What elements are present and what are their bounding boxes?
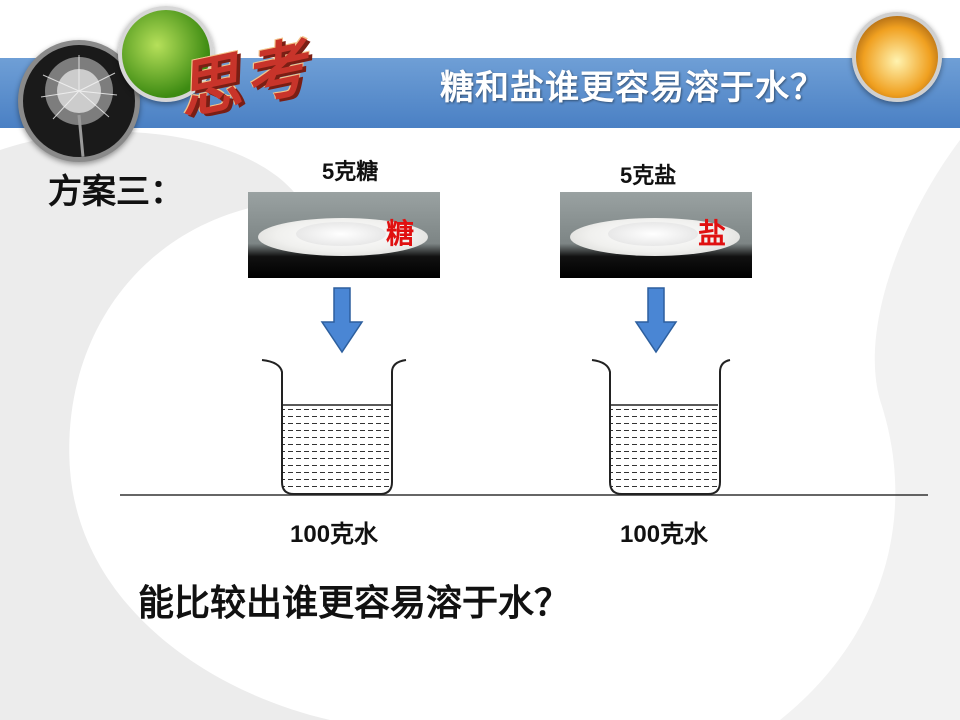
flower-photo-icon xyxy=(852,12,942,102)
sugar-photo: 糖 xyxy=(248,192,440,278)
beaker-icon xyxy=(261,359,407,495)
salt-tag: 盐 xyxy=(698,217,727,250)
powder-icon xyxy=(608,222,698,246)
down-arrow-icon xyxy=(320,287,364,354)
sugar-tag: 糖 xyxy=(386,217,415,250)
salt-photo: 盐 xyxy=(560,192,752,278)
sugar-amount-label: 5克糖 xyxy=(322,159,379,184)
beaker-icon xyxy=(591,359,731,495)
plan-label: 方案三： xyxy=(48,172,184,212)
down-arrow-icon xyxy=(634,287,678,354)
question-text: 能比较出谁更容易溶于水？ xyxy=(138,583,571,624)
powder-icon xyxy=(296,222,386,246)
water-label-left: 100克水 xyxy=(290,521,379,548)
water-label-right: 100克水 xyxy=(620,521,709,548)
green-leaf-photo-icon xyxy=(118,6,214,102)
salt-amount-label: 5克盐 xyxy=(620,163,677,188)
